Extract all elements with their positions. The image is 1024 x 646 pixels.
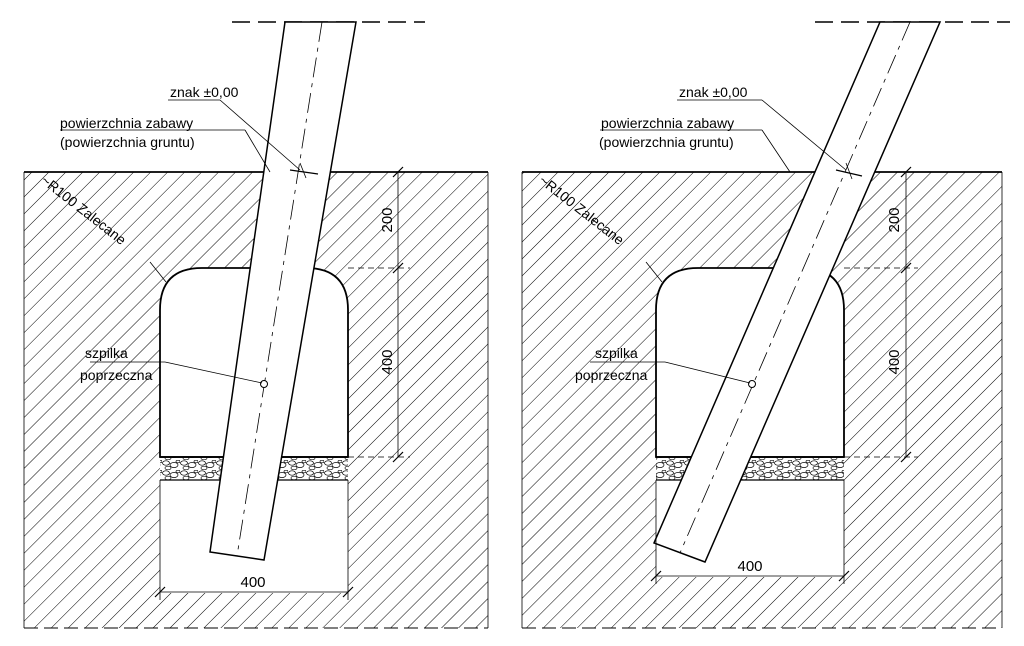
leader-surface	[244, 129, 271, 173]
dim-label-400-horizontal: 400	[240, 574, 265, 591]
leader-znak	[761, 99, 847, 171]
level-mark-tick-2	[299, 162, 307, 179]
dim-tick-top	[392, 166, 404, 178]
label-pin-2: poprzeczna	[80, 367, 153, 383]
dim-tick-left	[650, 570, 662, 582]
detail-left: znak ±0,00 powierzchnia zabawy (powierzc…	[23, 21, 489, 629]
leader-surface	[761, 129, 791, 173]
label-pin-1: szpilka	[595, 345, 638, 361]
dim-tick-bottom	[392, 451, 404, 463]
dim-label-400-vertical: 400	[379, 349, 396, 374]
level-mark-tick-2	[845, 162, 853, 180]
dim-tick-top	[900, 166, 912, 178]
label-znak: znak ±0,00	[679, 84, 748, 100]
dim-tick-right	[838, 570, 850, 582]
label-znak: znak ±0,00	[170, 84, 239, 100]
dim-tick-bottom	[900, 451, 912, 463]
label-surface-1: powierzchnia zabawy	[601, 115, 734, 131]
leader-radius	[645, 261, 663, 283]
post	[209, 21, 357, 561]
leader-pin	[664, 361, 751, 384]
dim-tick-right	[342, 586, 354, 598]
leader-radius	[149, 261, 167, 283]
dim-label-200: 200	[379, 207, 396, 232]
label-surface-2: (powierzchnia gruntu)	[60, 134, 195, 150]
label-surface-2: (powierzchnia gruntu)	[599, 134, 734, 150]
cross-pin	[748, 380, 756, 388]
dim-tick-mid	[392, 262, 404, 274]
dim-label-400-vertical: 400	[886, 349, 903, 374]
leader-pin	[164, 361, 263, 384]
post-centerline	[236, 21, 323, 557]
dim-tick-left	[154, 586, 166, 598]
label-pin-2: poprzeczna	[575, 367, 648, 383]
label-surface-1: powierzchnia zabawy	[60, 115, 193, 131]
dim-tick-mid	[900, 262, 912, 274]
leader-znak	[219, 99, 301, 171]
cross-pin	[260, 380, 268, 388]
detail-right: znak ±0,00 powierzchnia zabawy (powierzc…	[521, 21, 1010, 629]
post	[652, 21, 942, 563]
dim-label-400-horizontal: 400	[737, 558, 762, 575]
dim-label-200: 200	[886, 207, 903, 232]
label-pin-1: szpilka	[85, 345, 128, 361]
post-centerline	[679, 21, 911, 554]
level-mark-tick	[835, 169, 863, 177]
